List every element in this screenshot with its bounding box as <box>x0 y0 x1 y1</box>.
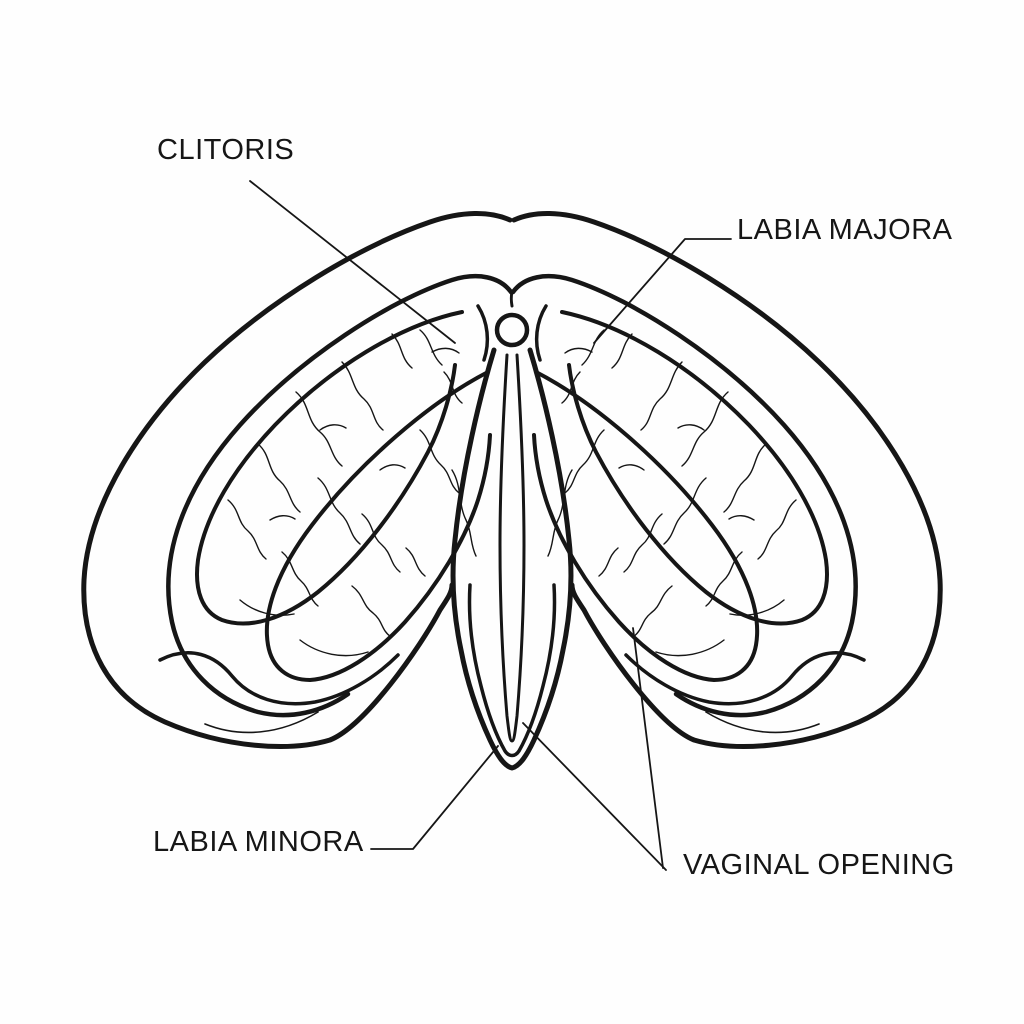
under-lobe-crease <box>204 711 319 734</box>
cusp-stem <box>509 289 514 308</box>
labia-majora-leader-line <box>593 238 732 344</box>
vaginal-opening-slit <box>498 353 526 743</box>
vaginal-opening-leader-line-2 <box>632 627 664 869</box>
bottom-fold-line <box>158 651 400 706</box>
leader-lines <box>249 180 732 871</box>
label-vaginal-opening: VAGINAL OPENING <box>683 849 955 881</box>
vulva-left-half <box>81 211 514 749</box>
labia-minora-leader-line <box>370 745 499 850</box>
vulva-right-half <box>513 213 940 746</box>
vaginal-opening-leader-line-1 <box>522 722 667 871</box>
label-labia-majora: LABIA MAJORA <box>737 214 953 246</box>
labia-majora-outline <box>166 273 514 718</box>
clitoris-leader-line <box>249 180 456 344</box>
labia-minora-fold-band <box>264 370 492 682</box>
clitoral-glans-circle <box>494 312 530 348</box>
label-clitoris: CLITORIS <box>157 134 295 166</box>
vein-texture <box>227 329 477 657</box>
labia-majora-fold-band <box>195 310 464 626</box>
clitoral-hood-arc <box>476 304 490 362</box>
label-labia-minora: LABIA MINORA <box>153 826 364 858</box>
labia-minora-teardrop-outer <box>450 347 574 771</box>
labia-minora-teardrop-inner <box>467 583 557 758</box>
center-structures <box>450 289 574 771</box>
outer-contour <box>81 211 513 749</box>
